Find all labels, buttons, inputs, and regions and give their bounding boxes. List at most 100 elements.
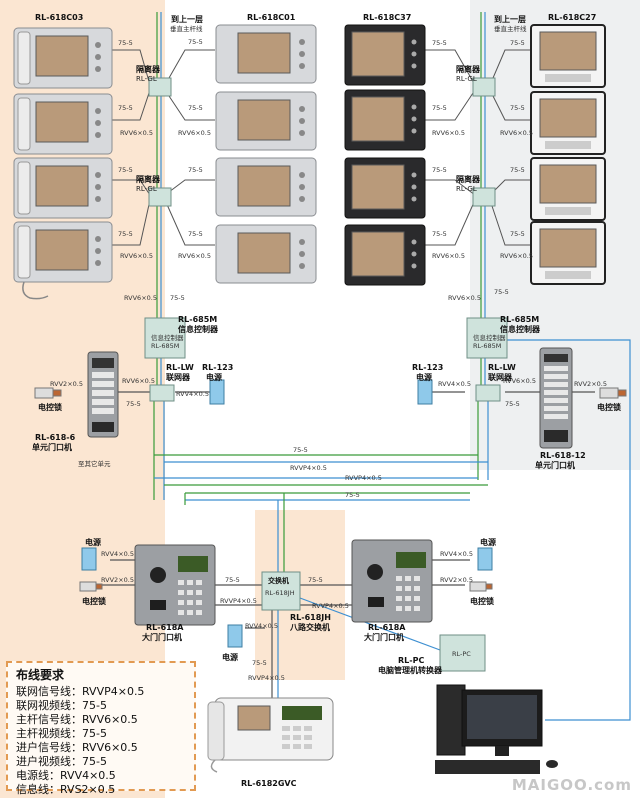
isolator-box [148,187,172,207]
cable-label: 75-5 [308,576,323,584]
lock-label: 电控锁 [470,596,494,606]
legend-item: 进户信号线：RVV6×0.5 [16,741,138,754]
cable-label: RVV6×0.5 [500,129,533,137]
isolator-code: RL-GL [136,75,157,83]
cable-label: RVVP4×0.5 [220,597,257,605]
legend-item: 进户视频线：75-5 [16,755,107,768]
unit-door-station-12 [539,347,573,449]
legend-item: 主杆视频线：75-5 [16,727,107,740]
pc-box-code: RL-PC [452,650,471,658]
cable-label: 75-5 [293,446,308,454]
cable-label: 75-5 [126,400,141,408]
isolator-code: RL-GL [136,185,157,193]
lock-label: 电控锁 [38,402,62,412]
cable-label: 75-5 [188,166,203,174]
psu-model: RL-123 [202,363,233,372]
pc-desc: 电脑管理机转换器 [378,665,443,675]
network-lines [95,339,631,721]
cable-label: RVVP4×0.5 [345,474,382,482]
label-618c27: RL-618C27 [548,13,596,22]
cable-label: 75-5 [510,166,525,174]
cable-label: RVV6×0.5 [503,377,536,385]
network-model: RL-LW [166,363,194,372]
indoor-monitor [344,157,426,219]
unit-door-station-6 [87,351,119,438]
psu-name: 电源 [206,372,222,382]
psu-model: RL-123 [412,363,443,372]
eight-way-switch [261,571,301,611]
label-618c03: RL-618C03 [35,13,83,22]
main-gate-station-right [351,539,433,623]
cable-label: RVV6×0.5 [432,252,465,260]
guard-management-unit [207,697,334,773]
main-gate-station-left [134,544,216,626]
unit12-model: RL-618-12 [540,451,586,460]
watermark: MAIGOO.com [511,776,632,794]
main-gate-name: 大门门口机 [142,632,182,642]
monitor-group-618c27 [530,24,606,285]
cable-label: RVV6×0.5 [124,294,157,302]
indoor-monitor [344,224,426,286]
cable-label: RVV4×0.5 [245,622,278,630]
switch-desc: 八路交换机 [289,622,330,632]
indoor-monitor [215,91,317,151]
cable-label: 75-5 [252,659,267,667]
indoor-monitor [215,24,317,84]
network-unit-right [475,384,501,402]
wiring-legend: 布线要求 联网信号线：RVVP4×0.5 联网视频线：75-5 主杆信号线：RV… [6,661,196,796]
info-ctrl-box-sub: RL-685M [473,342,501,350]
cable-label: 75-5 [345,491,360,499]
lock-icon [469,581,493,592]
pc-model: RL-PC [398,656,424,665]
cable-label: RVVP4×0.5 [248,674,285,682]
isolator-code: RL-GL [456,185,477,193]
cable-label: 75-5 [494,288,509,296]
network-name: 联网器 [166,372,191,382]
cable-label: 75-5 [510,104,525,112]
lock-icon [599,387,627,399]
cable-label: 75-5 [225,576,240,584]
indoor-monitor [344,89,426,151]
label-618c01: RL-618C01 [247,13,296,22]
left-branch-lines [112,49,215,246]
label-vertical-trunk: 垂直主杆线 [170,24,203,33]
cable-label: 75-5 [510,39,525,47]
network-model: RL-LW [488,363,516,372]
isolator-code: RL-GL [456,75,477,83]
main-gate-model: RL-618A [368,623,406,632]
cable-label: 75-5 [432,230,447,238]
cable-label: 75-5 [118,166,133,174]
indoor-monitor [530,157,606,221]
isolator-label: 隔离器 [136,64,161,74]
cable-label: 75-5 [118,39,133,47]
isolator-box [472,187,496,207]
cable-label: 75-5 [188,38,203,46]
monitor-group-618c37 [344,24,426,286]
cable-label: RVV6×0.5 [178,252,211,260]
cable-label: RVV6×0.5 [120,252,153,260]
cable-label: RVV6×0.5 [120,129,153,137]
cable-label: RVV2×0.5 [50,380,83,388]
cable-label: RVVP4×0.5 [290,464,327,472]
power-label: 电源 [480,537,496,547]
handset-cord-icon [22,281,49,300]
monitor-group-618c03 [13,27,113,300]
cable-label: RVV4×0.5 [438,380,471,388]
lock-icon [79,581,103,592]
network-unit-left [149,384,175,402]
cable-label: RVV4×0.5 [101,550,134,558]
unit12-name: 单元门口机 [535,460,575,470]
main-gate-model: RL-618A [146,623,184,632]
cable-label: 75-5 [118,230,133,238]
cable-label: 75-5 [432,166,447,174]
unit6-model: RL-618-6 [35,433,76,442]
info-ctrl-name: 信息控制器 [178,324,219,334]
cable-label: RVV2×0.5 [440,576,473,584]
indoor-monitor [13,221,113,283]
power-label: 电源 [222,652,238,662]
psu-box [81,547,97,571]
indoor-monitor [344,24,426,86]
psu-box [417,379,433,405]
isolator-label: 隔离器 [136,174,161,184]
guard-model: RL-6182GVC [241,779,297,788]
